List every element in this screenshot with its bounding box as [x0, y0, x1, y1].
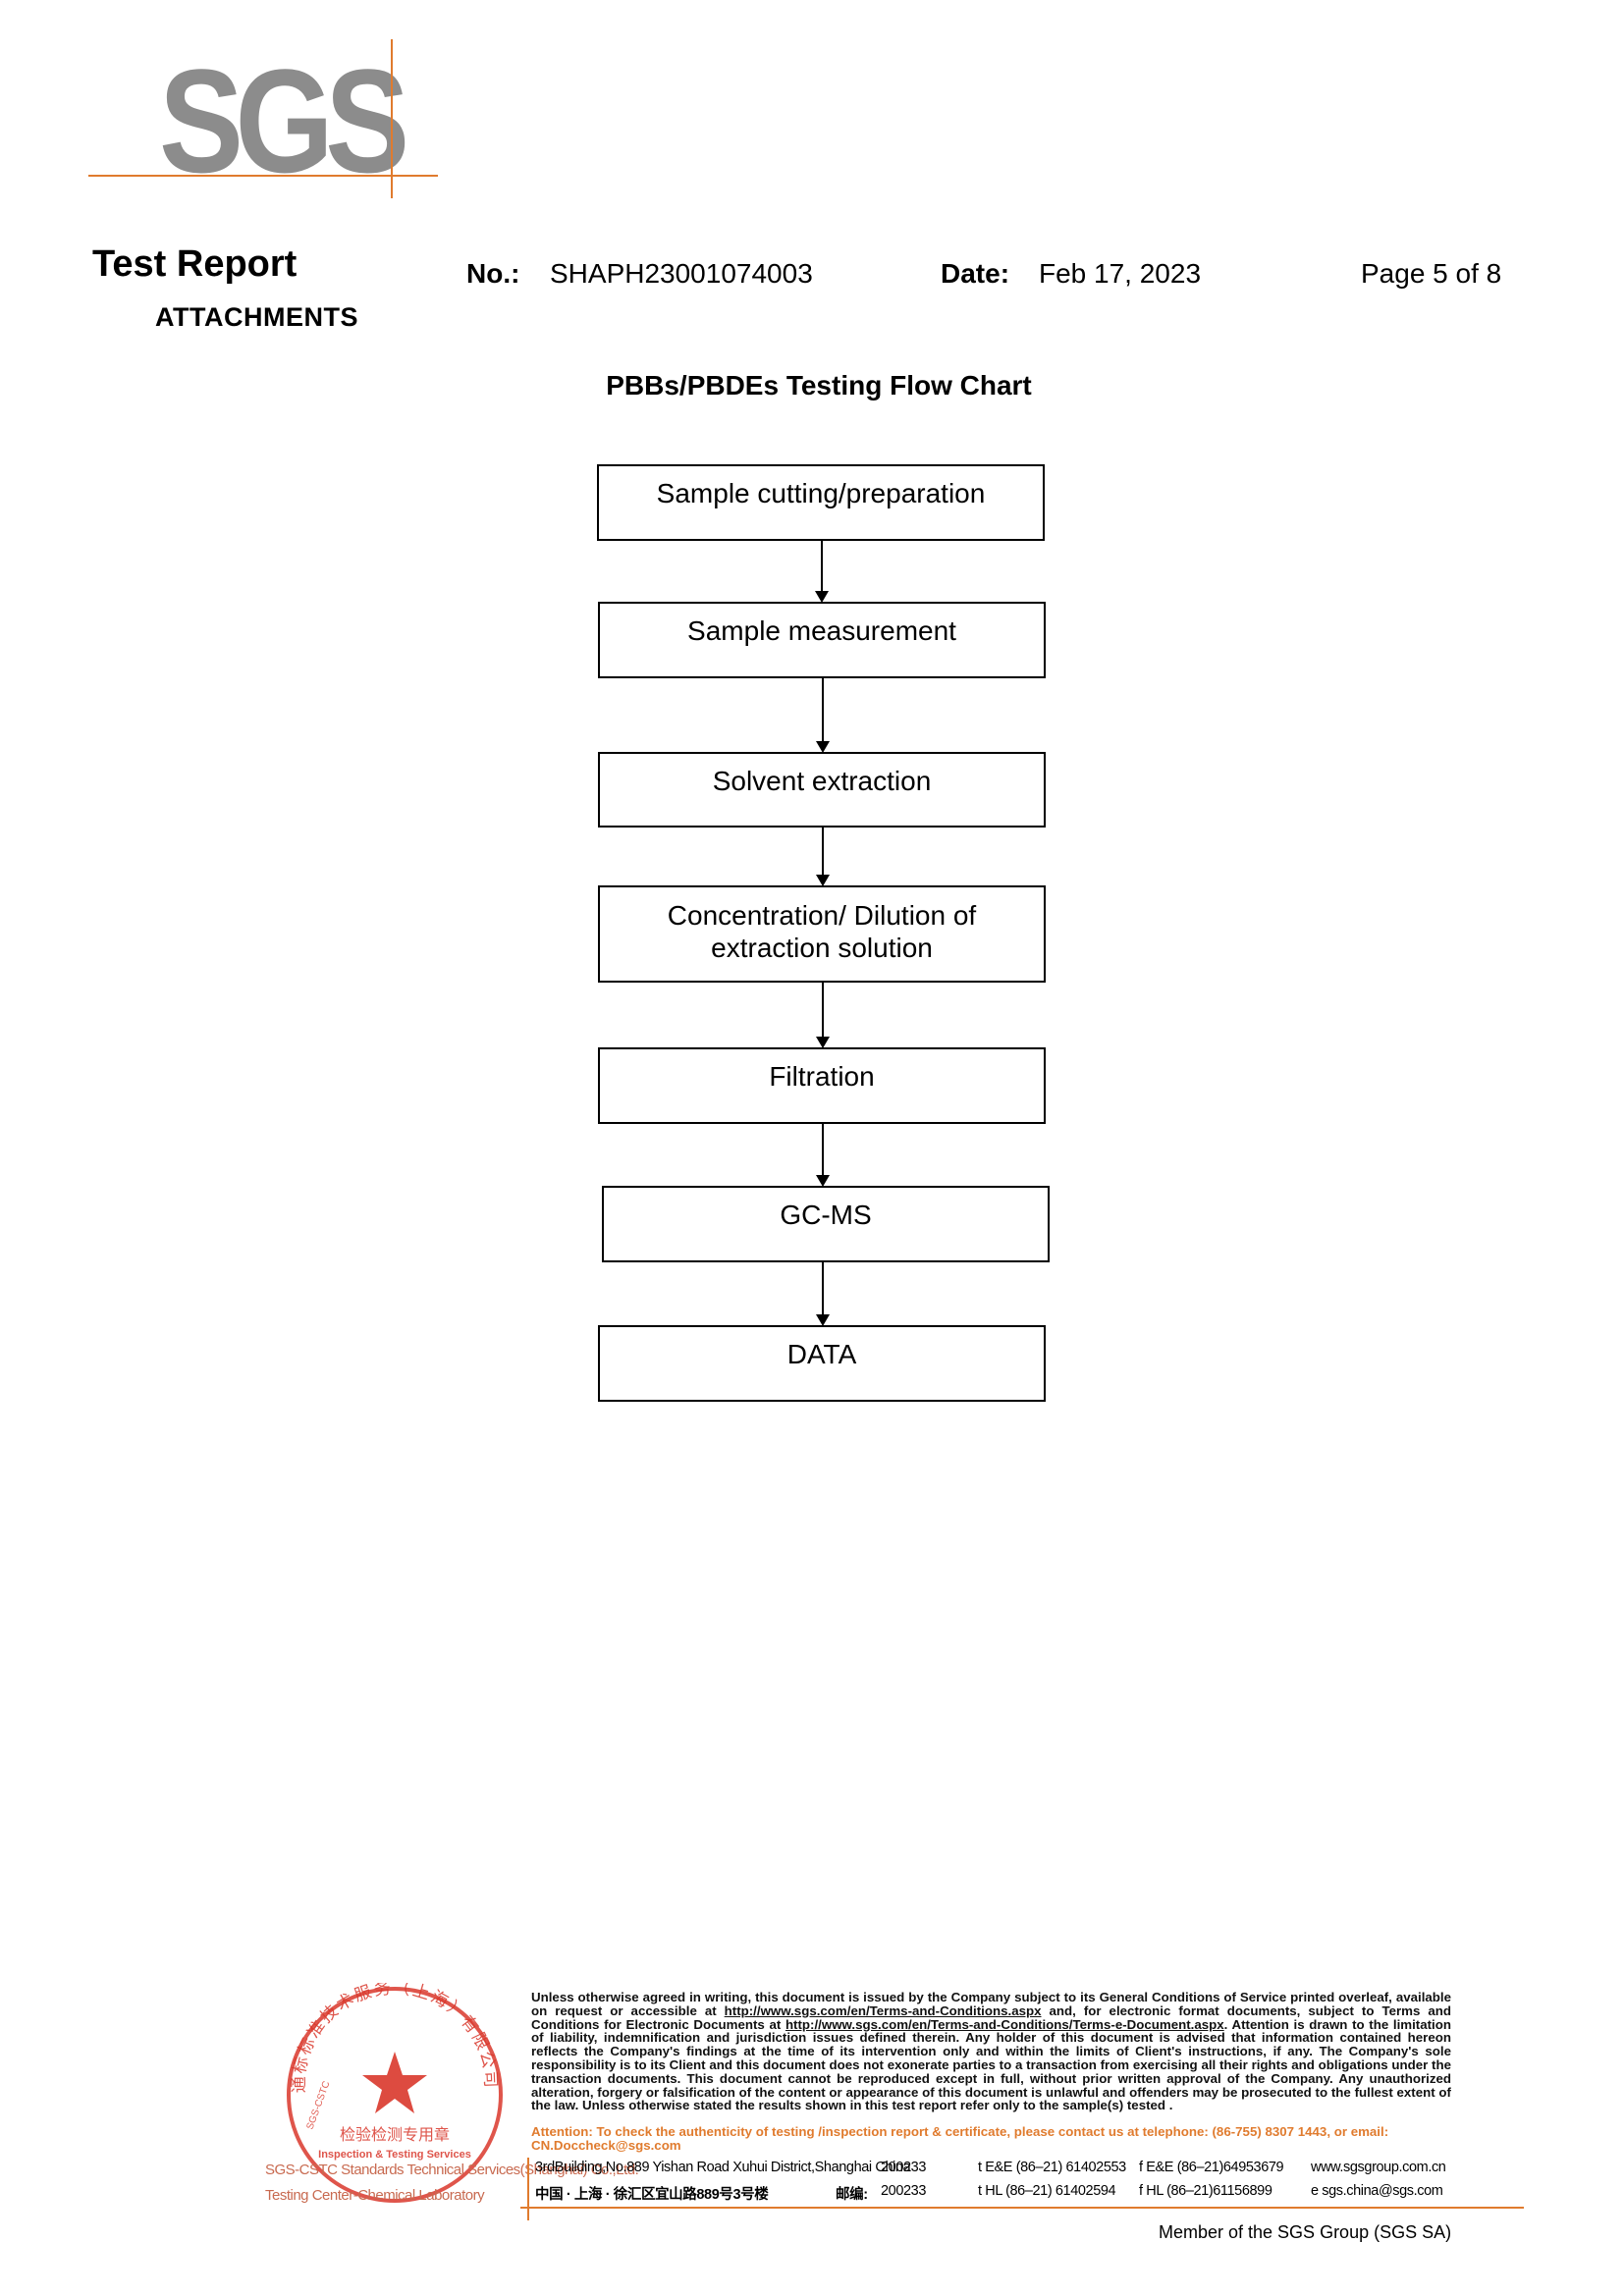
- sgs-logo: SGS: [88, 39, 442, 206]
- flow-step-label: Sample measurement: [687, 615, 956, 646]
- seal-center-en: Inspection & Testing Services: [318, 2149, 471, 2161]
- flow-step-label: DATA: [786, 1339, 857, 1369]
- legal-disclaimer: Unless otherwise agreed in writing, this…: [531, 1991, 1451, 2112]
- fax-hl: f HL (86–21)61156899: [1139, 2183, 1272, 2199]
- flow-step-label: Solvent extraction: [712, 766, 932, 796]
- postcode-english: 200233: [881, 2160, 926, 2175]
- authenticity-notice: Attention: To check the authenticity of …: [531, 2124, 1389, 2153]
- address-chinese: 中国 · 上海 · 徐汇区宜山路889号3号楼: [535, 2187, 769, 2203]
- flow-step-label: Sample cutting/preparation: [656, 478, 986, 508]
- phone-hl: t HL (86–21) 61402594: [978, 2183, 1116, 2199]
- report-number-label: No.:: [466, 258, 520, 289]
- logo-vertical-rule: [391, 39, 393, 198]
- flow-step-label: Filtration: [769, 1061, 875, 1092]
- logo-horizontal-rule: [88, 175, 438, 177]
- seal-caption-line-2: Testing Center-Chemical Laboratory: [265, 2187, 485, 2204]
- fax-ee: f E&E (86–21)64953679: [1139, 2160, 1284, 2175]
- logo-text: SGS: [159, 38, 409, 203]
- flow-step-filtration: Filtration: [598, 1047, 1046, 1124]
- footer-vertical-rule: [527, 2158, 529, 2220]
- postcode-chinese: 200233: [881, 2183, 926, 2199]
- report-number: SHAPH23001074003: [550, 258, 813, 289]
- seal-center-cn: 检验检测专用章: [340, 2125, 450, 2144]
- flow-step-label: Concentration/ Dilution of extraction so…: [667, 900, 977, 963]
- flow-step-sample-measurement: Sample measurement: [598, 602, 1046, 678]
- flowchart-title: PBBs/PBDEs Testing Flow Chart: [606, 370, 1032, 400]
- footer-horizontal-rule: [520, 2207, 1524, 2209]
- company-seal: 通标标准技术服务（上海）有限公司 检验检测专用章 Inspection & Te…: [287, 1983, 503, 2203]
- flow-step-label: GC-MS: [780, 1200, 872, 1230]
- flow-step-data: DATA: [598, 1325, 1046, 1402]
- page-number: Page 5 of 8: [1361, 258, 1502, 289]
- address-english: 3rdBuilding,No.889 Yishan Road Xuhui Dis…: [535, 2160, 911, 2175]
- terms-link[interactable]: http://www.sgs.com/en/Terms-and-Conditio…: [724, 2002, 1042, 2018]
- sgs-group-membership: Member of the SGS Group (SGS SA): [1159, 2222, 1452, 2242]
- report-date-label: Date:: [941, 258, 1010, 289]
- contact-email[interactable]: e sgs.china@sgs.com: [1311, 2183, 1443, 2199]
- report-title: Test Report: [92, 243, 298, 285]
- report-date: Feb 17, 2023: [1039, 258, 1202, 289]
- disclaimer-text-2: and, for electronic format documents, su…: [531, 2002, 1451, 2032]
- report-subtitle: ATTACHMENTS: [155, 302, 358, 332]
- flow-step-concentration-dilution: Concentration/ Dilution of extraction so…: [598, 885, 1046, 983]
- disclaimer-text-1: Unless otherwise agreed in writing, this…: [531, 1990, 1451, 2018]
- flow-step-gc-ms: GC-MS: [602, 1186, 1050, 1262]
- seal-caption-line-1: SGS-CSTC Standards Technical Services(Sh…: [265, 2162, 639, 2178]
- phone-ee: t E&E (86–21) 61402553: [978, 2160, 1126, 2175]
- postcode-chinese-label: 邮编:: [836, 2187, 868, 2203]
- e-document-terms-link[interactable]: http://www.sgs.com/en/Terms-and-Conditio…: [785, 2016, 1224, 2032]
- flow-step-sample-cutting: Sample cutting/preparation: [597, 464, 1045, 541]
- website[interactable]: www.sgsgroup.com.cn: [1311, 2160, 1446, 2175]
- disclaimer-text-3: . Attention is drawn to the limitation o…: [531, 2016, 1451, 2113]
- seal-caption: SGS-CSTC Standards Technical Services(Sh…: [265, 2158, 639, 2209]
- flow-step-solvent-extraction: Solvent extraction: [598, 752, 1046, 828]
